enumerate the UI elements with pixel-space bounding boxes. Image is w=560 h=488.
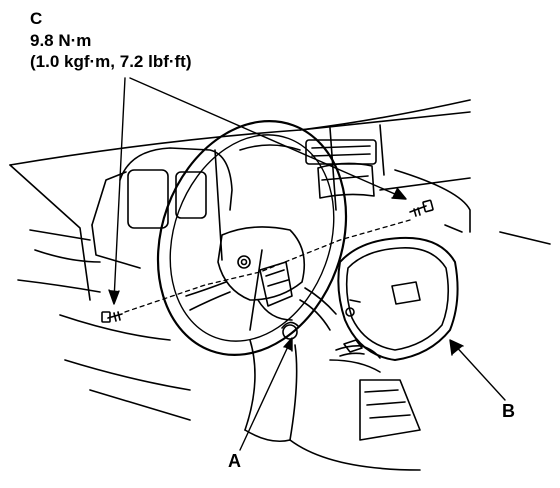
steering-wheel — [156, 120, 348, 356]
callout-c: C — [30, 9, 43, 28]
torx-bolt-left — [101, 311, 123, 323]
airbag-module — [335, 236, 459, 361]
leader-lines — [108, 77, 506, 451]
steering-column — [244, 339, 298, 443]
torx-bolt-right — [409, 199, 434, 217]
callout-b: B — [502, 401, 515, 421]
bolt-hole-centerline — [124, 219, 411, 313]
callout-a: A — [228, 451, 241, 471]
center-console — [289, 139, 421, 471]
torque-spec-nm: 9.8 N·m — [30, 31, 92, 50]
steering-hub — [217, 226, 306, 340]
instrument-cluster — [91, 144, 301, 269]
torque-spec-alt-units: (1.0 kgf·m, 7.2 lbf·ft) — [30, 52, 192, 71]
dashboard-outline — [9, 99, 551, 421]
